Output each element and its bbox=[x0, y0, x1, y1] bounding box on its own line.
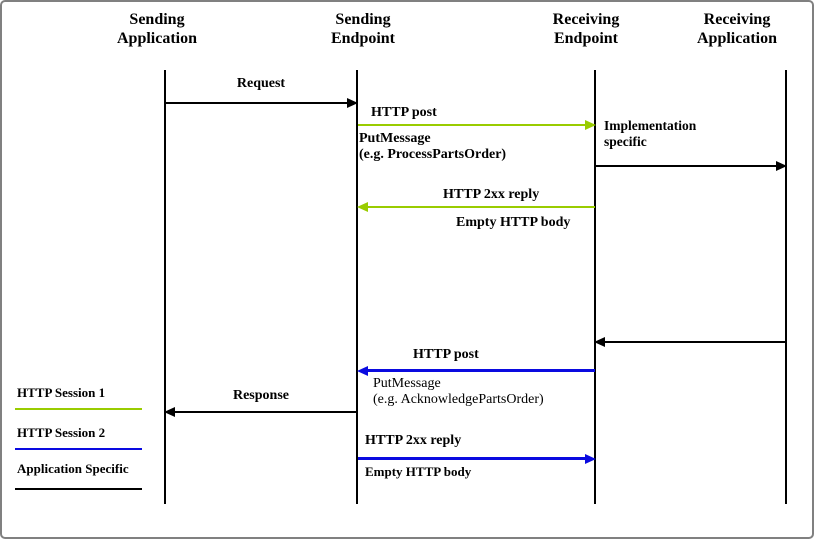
legend-http-session-2-label: HTTP Session 2 bbox=[17, 425, 106, 440]
lifeline-sending-application bbox=[164, 70, 166, 504]
http-post-2-label: HTTP post bbox=[413, 347, 479, 362]
http-reply-1-arrow-shaft bbox=[367, 206, 595, 208]
request-arrowhead-icon bbox=[347, 98, 358, 108]
put-message-1-text: PutMessage bbox=[359, 131, 431, 146]
column-header-receiving-application: Receiving Application bbox=[696, 11, 777, 47]
http-reply-2-label: HTTP 2xx reply bbox=[365, 433, 462, 448]
http-post-1-arrow-shaft bbox=[358, 124, 586, 126]
lifeline-sending-endpoint bbox=[356, 70, 358, 504]
application-return-arrow-shaft bbox=[604, 341, 786, 343]
http-reply-1-label: HTTP 2xx reply bbox=[443, 187, 540, 202]
legend-http-session-2-line bbox=[15, 448, 142, 450]
http-post-2-arrowhead-icon bbox=[357, 365, 368, 376]
http-reply-1-arrow bbox=[357, 202, 595, 212]
http-post-1-arrow bbox=[358, 120, 596, 130]
response-label: Response bbox=[232, 388, 289, 403]
application-return-arrowhead-icon bbox=[594, 337, 605, 347]
http-post-1-label: HTTP post bbox=[371, 105, 437, 120]
http-reply-2-arrowhead-icon bbox=[585, 453, 596, 464]
legend-http-session-1-label: HTTP Session 1 bbox=[17, 385, 106, 400]
put-message-1-example: (e.g. ProcessPartsOrder) bbox=[359, 147, 507, 162]
implementation-specific-arrow bbox=[595, 161, 787, 171]
put-message-2-note: PutMessage (e.g. AcknowledgePartsOrder) bbox=[373, 376, 544, 408]
column-header-sending-application: Sending Application bbox=[116, 11, 197, 47]
implementation-specific-arrow-shaft bbox=[595, 165, 777, 167]
implementation-specific-note: Implementation specific bbox=[604, 118, 697, 149]
response-arrow-shaft bbox=[174, 411, 357, 413]
request-arrow bbox=[165, 98, 358, 108]
http-reply-1-arrowhead-icon bbox=[357, 202, 368, 212]
legend-http-session-1-line bbox=[15, 408, 142, 410]
http-reply-2-arrow bbox=[358, 453, 596, 464]
column-header-sending-endpoint: Sending Endpoint bbox=[330, 11, 396, 47]
legend-application-specific-label: Application Specific bbox=[17, 461, 129, 476]
legend-application-specific-line bbox=[15, 488, 142, 490]
application-return-arrow bbox=[594, 337, 786, 347]
empty-body-2-label: Empty HTTP body bbox=[365, 464, 472, 479]
request-label: Request bbox=[236, 76, 286, 91]
lifeline-receiving-endpoint bbox=[594, 70, 596, 504]
http-post-2-arrow-shaft bbox=[367, 369, 595, 372]
put-message-1-note: PutMessage (e.g. ProcessPartsOrder) bbox=[359, 131, 506, 163]
lifeline-receiving-application bbox=[785, 70, 787, 504]
response-arrowhead-icon bbox=[164, 407, 175, 417]
request-arrow-shaft bbox=[165, 102, 348, 104]
put-message-2-text: PutMessage bbox=[373, 376, 441, 391]
http-reply-2-arrow-shaft bbox=[358, 457, 586, 460]
empty-body-1-label: Empty HTTP body bbox=[456, 215, 571, 230]
response-arrow bbox=[164, 407, 357, 417]
implementation-specific-arrowhead-icon bbox=[776, 161, 787, 171]
http-post-1-arrowhead-icon bbox=[585, 120, 596, 130]
put-message-2-example: (e.g. AcknowledgePartsOrder) bbox=[373, 392, 544, 407]
column-header-receiving-endpoint: Receiving Endpoint bbox=[552, 11, 620, 47]
http-post-2-arrow bbox=[357, 365, 595, 376]
